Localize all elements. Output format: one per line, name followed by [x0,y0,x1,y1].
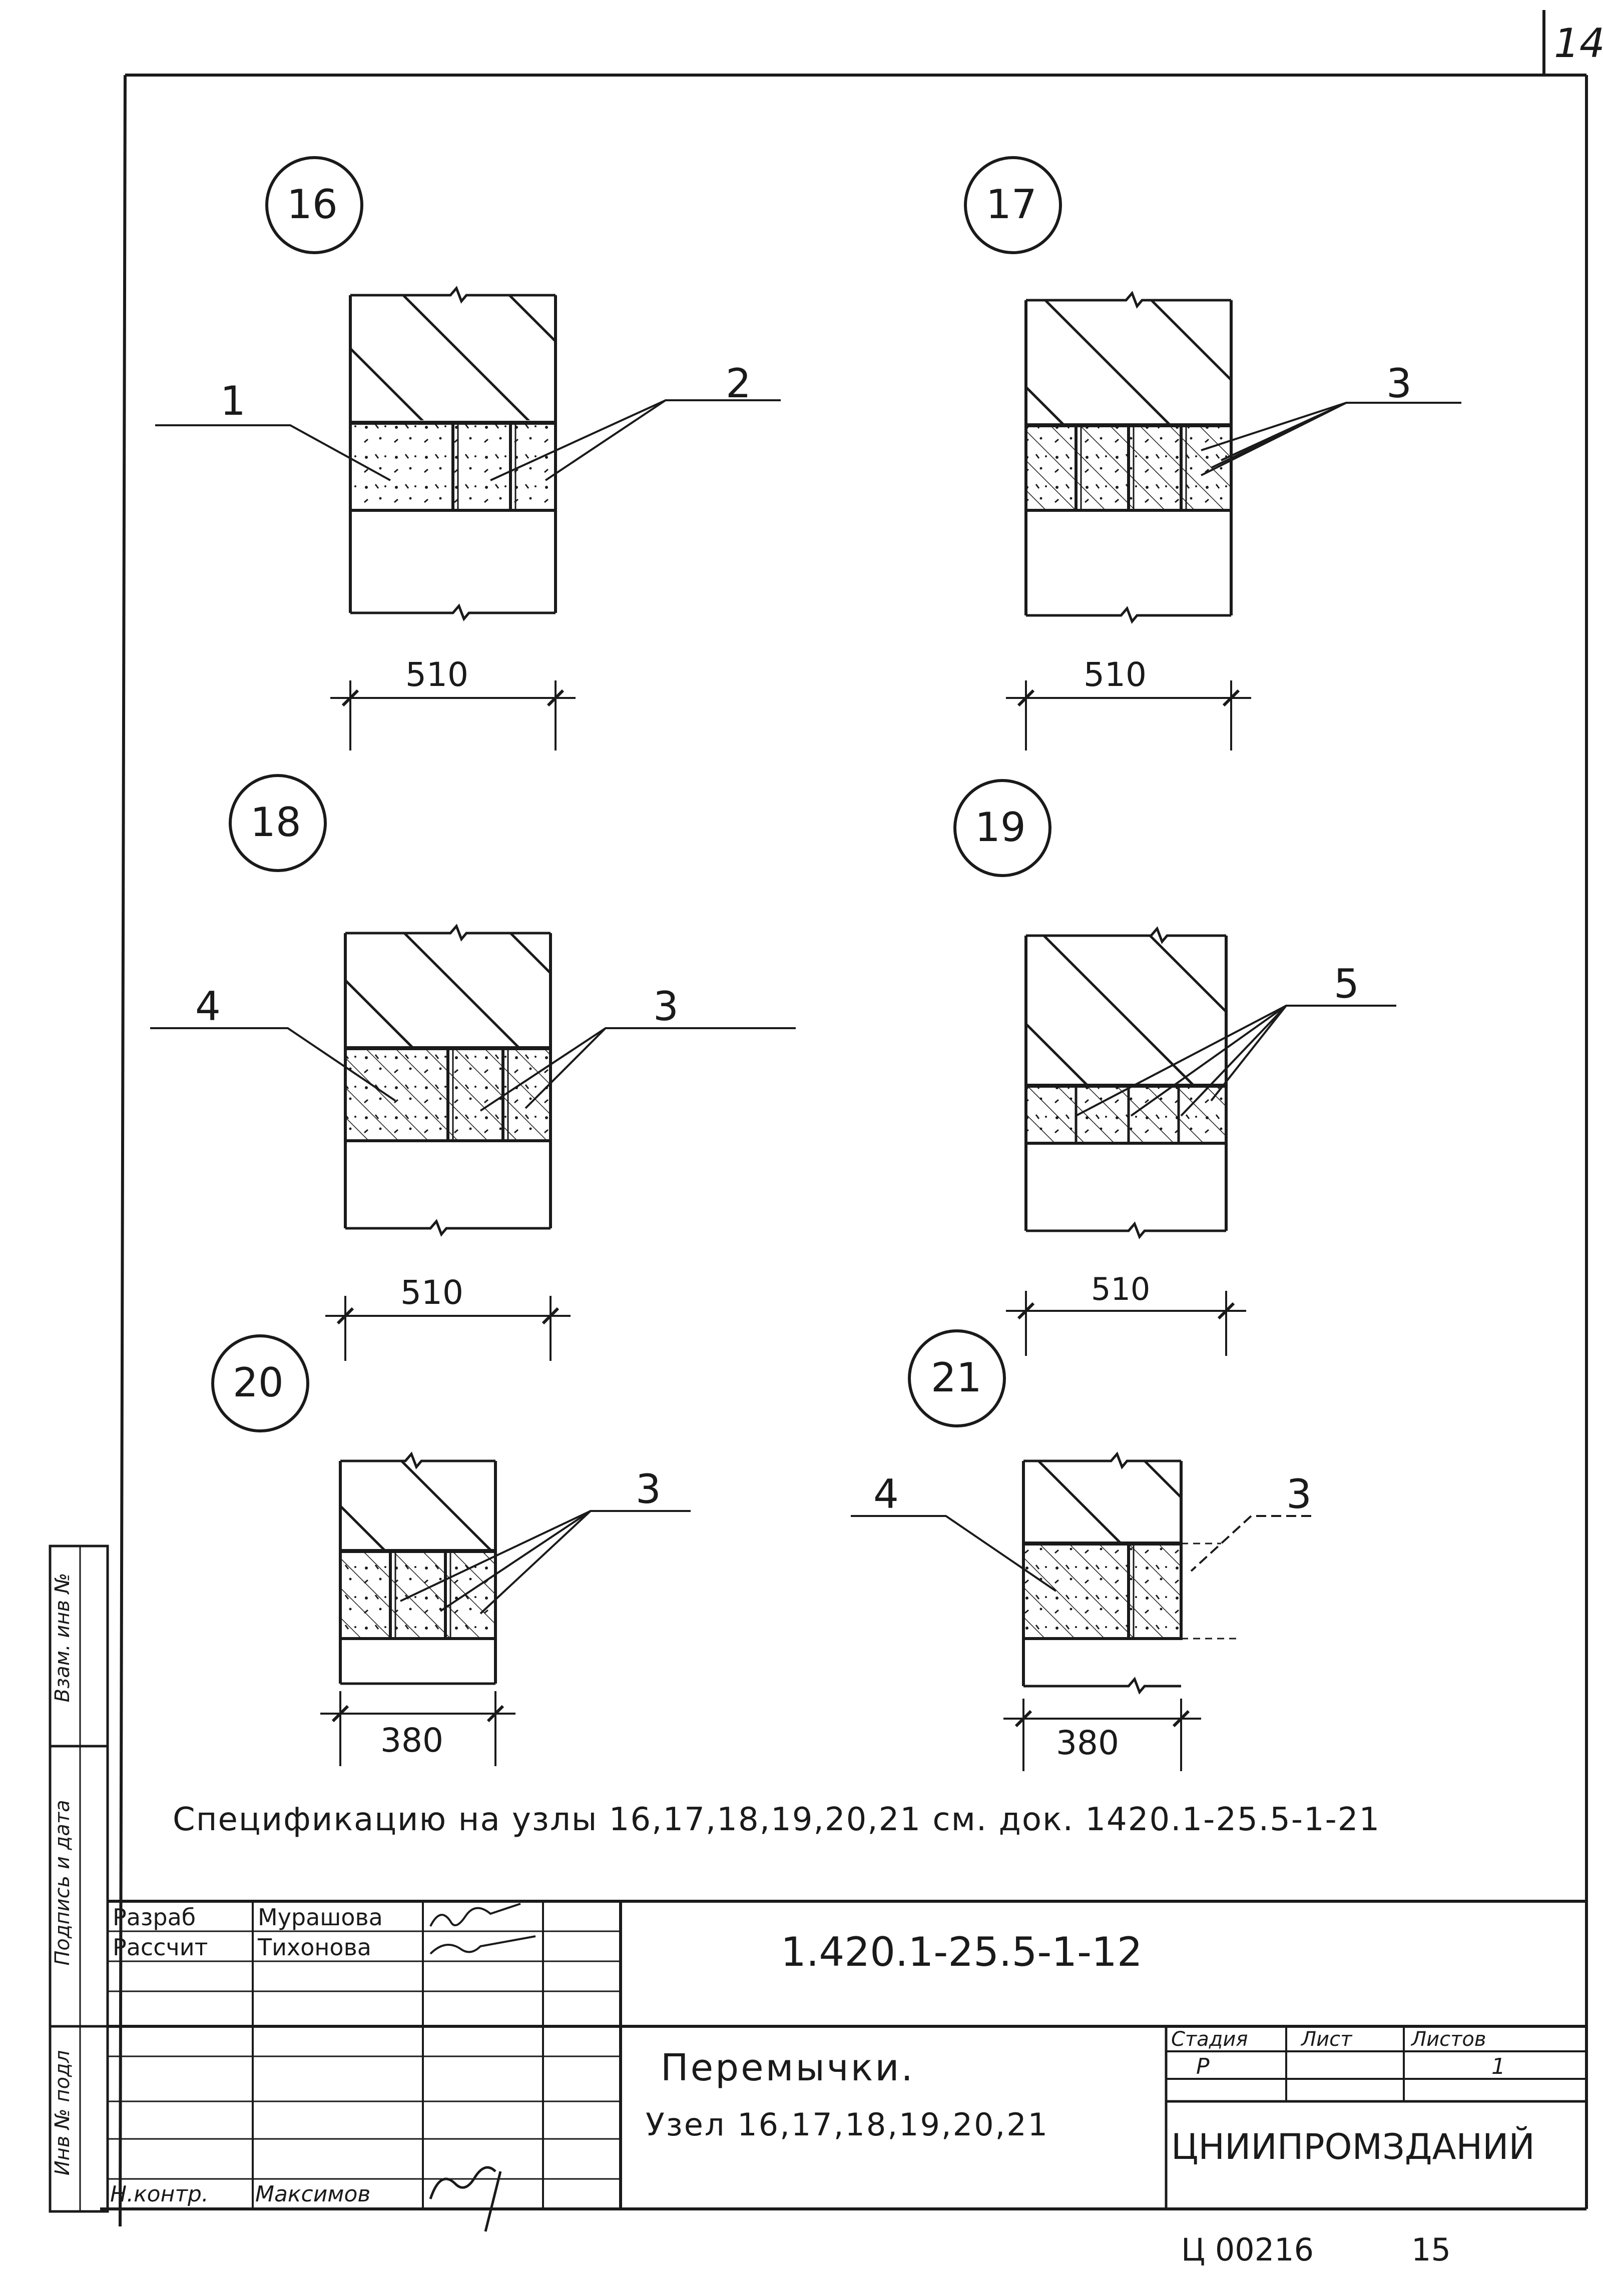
sheet-header: Лист [1301,2028,1352,2051]
name-nkontr: Максимов [255,2181,371,2207]
spec-note: Спецификацию на узлы 16,17,18,19,20,21 с… [173,1801,1381,1838]
node-20 [211,1334,691,1766]
archive-code: Ц 00216 [1181,2231,1314,2268]
node-19 [953,779,1396,1356]
node-20-width: 380 [380,1721,443,1760]
sheets-header: Листов [1411,2028,1486,2051]
stage-header: Стадия [1171,2028,1248,2051]
node-18 [150,774,796,1361]
title-line-1: Перемычки. [661,2046,915,2089]
node-16-label-2: 2 [726,360,751,407]
node-20-number: 20 [233,1359,284,1406]
node-21-label-4: 4 [873,1471,899,1517]
stamp-podpis-data: Подпись и дата [51,1800,74,1966]
sheets-value: 1 [1491,2054,1505,2079]
node-21 [851,1329,1311,1771]
node-18-label-4: 4 [195,983,221,1030]
role-rasschit: Рассчит [113,1934,208,1961]
organization: ЦНИИПРОМЗДАНИЙ [1171,2126,1535,2167]
name-rasschit: Тихонова [258,1934,371,1961]
node-18-label-3: 3 [653,983,679,1030]
node-17-label-3: 3 [1386,360,1412,407]
role-razrab: Разраб [113,1904,196,1931]
node-18-width: 510 [400,1273,463,1312]
stamp-inv-podl: Инв № подл [51,2050,74,2176]
archive-sheet: 15 [1411,2231,1451,2268]
node-17 [964,156,1461,750]
role-nkontr: Н.контр. [110,2181,209,2207]
page-number-top: 14 [1554,20,1603,67]
node-19-number: 19 [975,804,1026,851]
node-17-number: 17 [986,181,1037,228]
node-21-number: 21 [931,1354,982,1401]
title-line-2: Узел 16,17,18,19,20,21 [646,2106,1049,2143]
node-17-width: 510 [1084,655,1147,694]
node-21-label-3: 3 [1286,1471,1312,1517]
node-16 [155,156,781,750]
stamp-vzam-inv: Взам. инв № [51,1573,74,1703]
page-frame [100,10,1588,2227]
node-20-label-3: 3 [636,1466,661,1512]
node-18-number: 18 [250,799,301,846]
title-block [108,1900,1586,2232]
node-16-width: 510 [405,655,468,694]
node-19-width: 510 [1091,1271,1151,1307]
doc-code: 1.420.1-25.5-1-12 [781,1929,1143,1975]
stage-value: Р [1196,2054,1210,2079]
node-21-width: 380 [1056,1724,1119,1762]
node-19-label-5: 5 [1334,961,1359,1007]
side-stamp [49,1545,109,2213]
name-razrab: Мурашова [258,1904,383,1931]
node-16-number: 16 [287,181,338,228]
node-16-label-1: 1 [220,378,246,424]
